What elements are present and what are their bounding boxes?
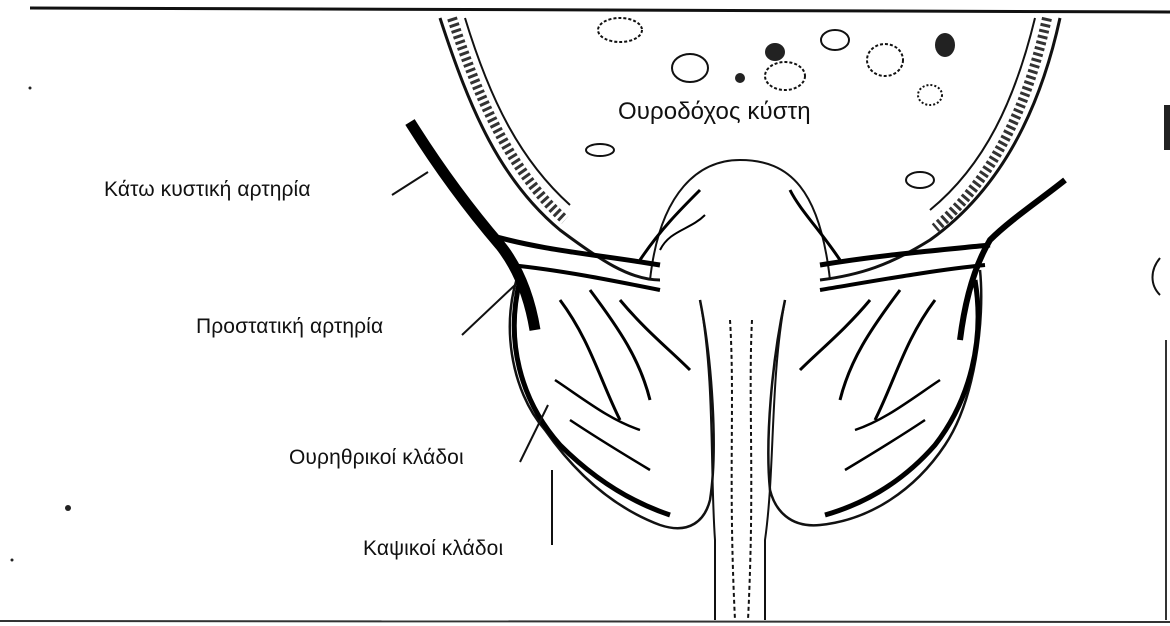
scan-artifacts bbox=[11, 87, 1170, 562]
leader-lines bbox=[392, 172, 552, 545]
label-inferior-vesical-artery: Κάτω κυστική αρτηρία bbox=[104, 178, 311, 202]
frame-bottom-line bbox=[0, 621, 1170, 622]
label-prostatic-artery: Προστατική αρτηρία bbox=[196, 315, 383, 339]
arteries bbox=[410, 122, 1065, 515]
label-capsular-branches: Καψικοί κλάδοι bbox=[363, 537, 503, 561]
leader-inferior-vesical bbox=[392, 172, 428, 195]
leader-prostatic bbox=[462, 285, 515, 335]
label-bladder: Ουροδόχος κύστη bbox=[618, 98, 811, 126]
frame-top-line bbox=[30, 8, 1170, 12]
bladder-wall bbox=[440, 18, 1060, 280]
urethra bbox=[700, 300, 785, 620]
label-urethral-branches: Ουρηθρικοί κλάδοι bbox=[289, 446, 464, 470]
